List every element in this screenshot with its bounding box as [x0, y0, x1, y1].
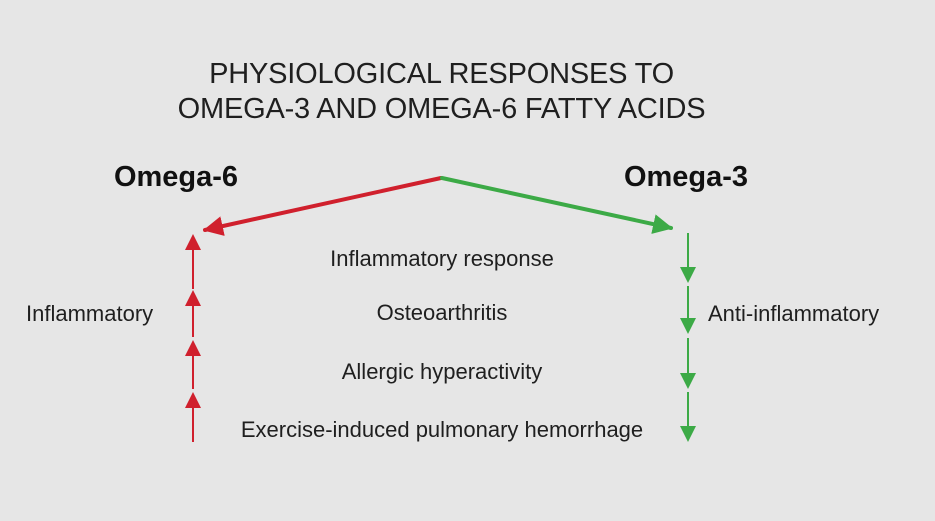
omega-3-label: Omega-3 [623, 161, 749, 193]
inflammatory-label: Inflammatory [26, 301, 154, 326]
diagram-title-line-2: OMEGA-3 AND OMEGA-6 FATTY ACIDS [177, 93, 706, 125]
anti-inflammatory-label: Anti-inflammatory [708, 301, 880, 326]
omega-3-branch-arrow-icon [440, 176, 673, 234]
response-item-exercise-induced-pulmonary-hemorrhage: Exercise-induced pulmonary hemorrhage [240, 417, 644, 442]
response-item-osteoarthritis: Osteoarthritis [376, 300, 508, 325]
response-item-inflammatory-response: Inflammatory response [330, 246, 554, 271]
omega-6-branch-arrow-icon [203, 176, 443, 236]
response-item-allergic-hyperactivity: Allergic hyperactivity [341, 359, 543, 384]
omega-6-label: Omega-6 [113, 161, 239, 193]
diagram-title-line-1: PHYSIOLOGICAL RESPONSES TO [209, 58, 674, 90]
